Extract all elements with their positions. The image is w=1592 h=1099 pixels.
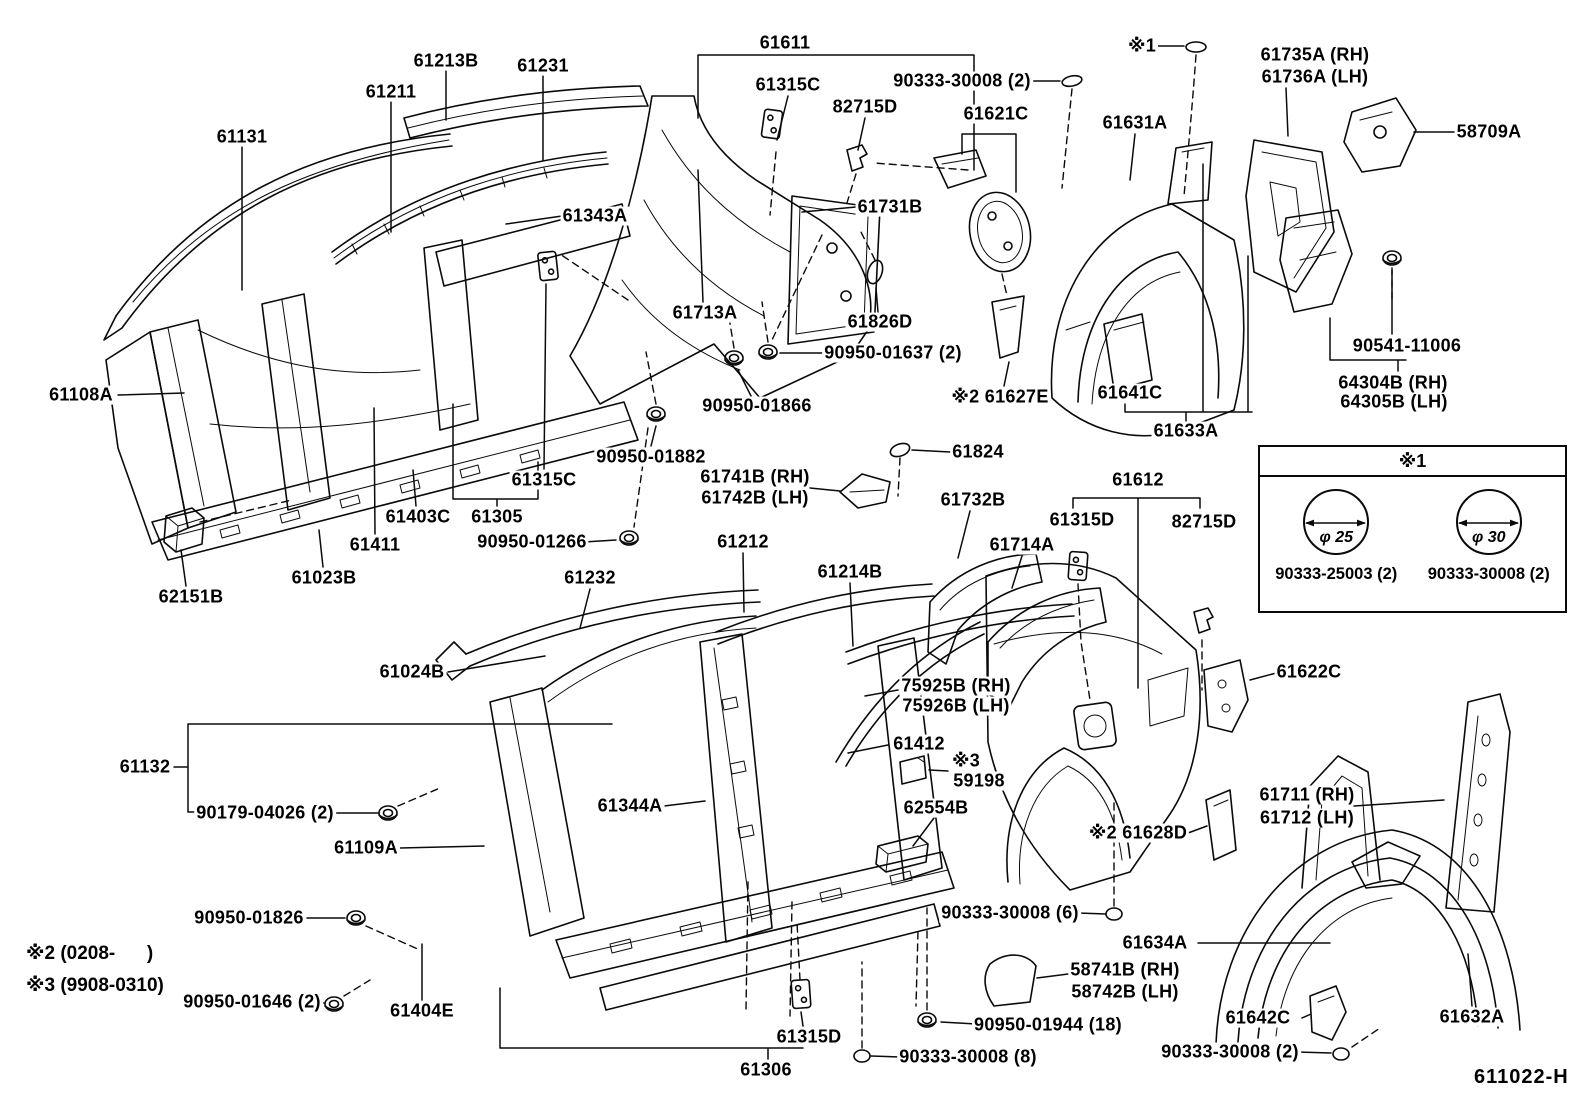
hole-circle-30: φ 30 xyxy=(1455,489,1522,555)
legend-part-number: 90333-30008 (2) xyxy=(1427,565,1550,583)
quarter-lock-pillar-parts xyxy=(933,97,1417,359)
dashed-lines xyxy=(199,54,1393,1049)
rear-wheelhouse-assembly-upper xyxy=(1050,141,1245,437)
fasteners xyxy=(324,41,1402,1063)
legend-item-25: φ 25 90333-25003 (2) xyxy=(1275,489,1397,584)
misc-gusset-parts xyxy=(163,473,1107,873)
rear-wheelhouse-assembly-lower xyxy=(984,659,1521,1045)
body-side-inner-lower-assembly xyxy=(435,583,1075,1011)
quarter-panel xyxy=(985,562,1201,891)
diameter-arrow-icon xyxy=(1457,519,1519,527)
diameter-arrow-icon xyxy=(1305,519,1367,527)
diameter-label: φ 25 xyxy=(1319,529,1353,546)
diagram-code: 611022-H xyxy=(1474,1066,1569,1089)
hole-circle-25: φ 25 xyxy=(1303,489,1370,555)
applicability-note-2: ※2 (0208- ) xyxy=(26,942,154,965)
legend-item-30: φ 30 90333-30008 (2) xyxy=(1428,489,1550,584)
legend-title: ※1 xyxy=(1260,447,1565,477)
applicability-note-3: ※3 (9908-0310) xyxy=(26,974,164,997)
legend-part-number: 90333-25003 (2) xyxy=(1275,565,1398,583)
body-side-inner-upper-assembly xyxy=(103,85,649,561)
hole-size-legend: ※1 φ 25 90333-25003 (2) xyxy=(1258,445,1567,613)
diameter-label: φ 30 xyxy=(1471,529,1506,546)
